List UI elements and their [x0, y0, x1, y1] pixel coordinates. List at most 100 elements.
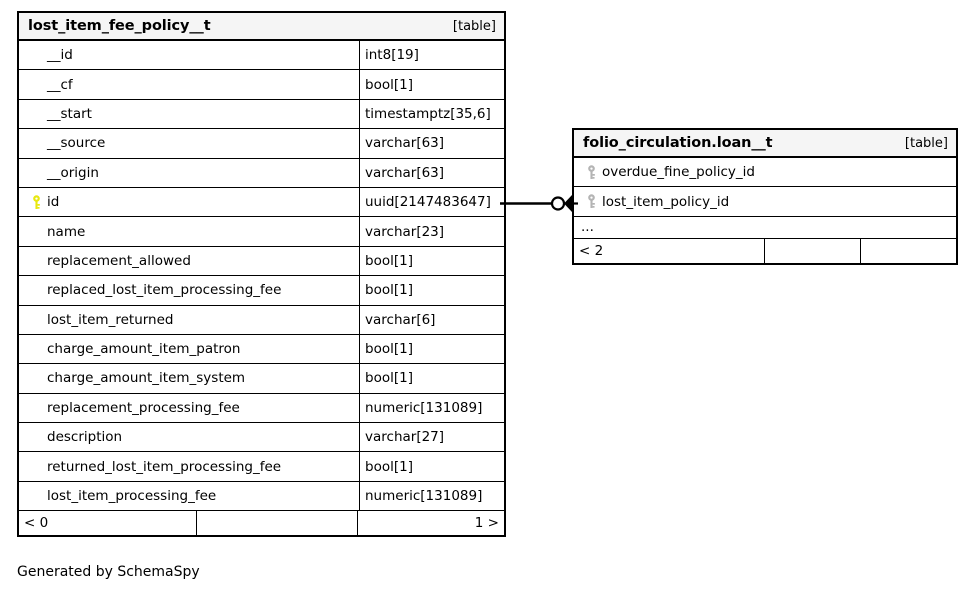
column-type-cell: uuid[2147483647] — [359, 187, 504, 217]
column-name-cell: returned_lost_item_processing_fee — [19, 452, 359, 480]
pager-cell[interactable]: 1 > — [357, 511, 504, 536]
column-name-label: __start — [47, 105, 92, 122]
table-folio-circulation-loan[interactable]: folio_circulation.loan__t [table] overdu… — [572, 128, 958, 265]
key-indicator-slot — [581, 164, 602, 180]
column-row[interactable]: replaced_lost_item_processing_fee bool[1] — [19, 276, 504, 306]
column-type-label: varchar[23] — [365, 223, 445, 240]
column-name-label: overdue_fine_policy_id — [602, 164, 755, 181]
column-list: overdue_fine_policy_id lost_item_policy_i… — [574, 158, 956, 217]
column-type-cell: bool[1] — [359, 246, 504, 276]
column-type-label: numeric[131089] — [365, 399, 483, 416]
column-name-label: __cf — [47, 76, 73, 93]
column-name-cell: __cf — [19, 70, 359, 98]
foreign-key-icon — [588, 194, 595, 209]
column-type-cell: timestamptz[35,6] — [359, 99, 504, 129]
column-row[interactable]: lost_item_returned varchar[6] — [19, 305, 504, 335]
column-row[interactable]: __start timestamptz[35,6] — [19, 99, 504, 130]
column-name-cell: lost_item_returned — [19, 306, 359, 334]
column-row[interactable]: returned_lost_item_processing_fee bool[1] — [19, 452, 504, 482]
column-type-cell: bool[1] — [359, 334, 504, 364]
column-row[interactable]: __origin varchar[63] — [19, 158, 504, 188]
pager-cell[interactable]: < 2 — [579, 242, 604, 259]
column-name-cell: name — [19, 217, 359, 245]
pager-cell[interactable] — [196, 511, 357, 536]
column-name-label: charge_amount_item_system — [47, 370, 246, 387]
table-pager[interactable]: < 2 — [574, 238, 956, 263]
column-type-cell: varchar[63] — [359, 158, 504, 187]
column-name-label: __id — [47, 47, 73, 64]
column-type-label: bool[1] — [365, 282, 413, 299]
table-lost-item-fee-policy[interactable]: lost_item_fee_policy__t [table] __id int8… — [17, 11, 506, 538]
column-name-label: lost_item_policy_id — [602, 193, 730, 210]
column-name-label: replacement_allowed — [47, 252, 191, 269]
column-name-cell: lost_item_processing_fee — [19, 482, 359, 510]
column-type-label: bool[1] — [365, 76, 413, 93]
column-type-cell: bool[1] — [359, 276, 504, 305]
column-row[interactable]: replacement_allowed bool[1] — [19, 246, 504, 277]
pager-cell[interactable] — [860, 238, 956, 263]
column-type-cell: bool[1] — [359, 452, 504, 481]
column-type-label: bool[1] — [365, 252, 413, 269]
column-name-label: name — [47, 223, 86, 240]
column-name-label: replacement_processing_fee — [47, 399, 240, 416]
column-row[interactable]: charge_amount_item_patron bool[1] — [19, 334, 504, 365]
table-header: folio_circulation.loan__t [table] — [574, 130, 956, 158]
pager-cell[interactable] — [764, 238, 860, 263]
column-row[interactable]: __cf bool[1] — [19, 70, 504, 100]
table-title: lost_item_fee_policy__t — [28, 18, 211, 34]
column-name-label: lost_item_returned — [47, 311, 174, 328]
column-name-cell: __id — [19, 41, 359, 69]
column-row[interactable]: __id int8[19] — [19, 41, 504, 71]
column-row[interactable]: description varchar[27] — [19, 423, 504, 453]
column-row[interactable]: lost_item_policy_id — [574, 187, 956, 217]
column-type-label: bool[1] — [365, 341, 413, 358]
column-name-cell: overdue_fine_policy_id — [574, 158, 956, 186]
column-name-label: returned_lost_item_processing_fee — [47, 458, 282, 475]
column-name-cell: id — [19, 188, 359, 216]
table-pager[interactable]: < 0 1 > — [19, 511, 504, 536]
table-kind-label: [table] — [452, 18, 496, 34]
column-name-cell: replaced_lost_item_processing_fee — [19, 276, 359, 304]
column-name-cell: replacement_processing_fee — [19, 394, 359, 422]
column-type-label: varchar[6] — [365, 311, 436, 328]
column-row[interactable]: overdue_fine_policy_id — [574, 158, 956, 188]
more-columns-indicator: ... — [574, 217, 956, 239]
generated-by-caption: Generated by SchemaSpy — [17, 564, 200, 580]
column-row[interactable]: replacement_processing_fee numeric[131089… — [19, 393, 504, 424]
column-type-cell: varchar[23] — [359, 217, 504, 246]
column-type-label: timestamptz[35,6] — [365, 105, 491, 122]
column-name-cell: description — [19, 423, 359, 451]
table-header: lost_item_fee_policy__t [table] — [19, 13, 504, 41]
column-type-label: varchar[63] — [365, 164, 445, 181]
column-name-label: lost_item_processing_fee — [47, 488, 217, 505]
column-name-cell: __origin — [19, 159, 359, 187]
relationship-connector — [500, 195, 578, 212]
column-type-cell: numeric[131089] — [359, 393, 504, 423]
column-name-cell: __start — [19, 100, 359, 128]
column-name-cell: charge_amount_item_patron — [19, 335, 359, 363]
column-name-cell: lost_item_policy_id — [574, 187, 956, 215]
table-kind-label: [table] — [904, 135, 948, 151]
column-type-label: int8[19] — [365, 47, 419, 64]
column-name-cell: charge_amount_item_system — [19, 364, 359, 392]
column-type-cell: int8[19] — [359, 41, 504, 70]
foreign-key-icon — [588, 164, 595, 179]
column-list: __id int8[19] __cf bool[1] __start timestampt… — [19, 41, 504, 512]
pager-cell[interactable]: < 0 — [24, 515, 49, 532]
column-type-cell: varchar[63] — [359, 129, 504, 158]
key-indicator-slot — [581, 194, 602, 209]
column-type-label: bool[1] — [365, 458, 413, 475]
column-type-label: varchar[27] — [365, 429, 445, 446]
column-type-cell: bool[1] — [359, 70, 504, 99]
column-name-label: replaced_lost_item_processing_fee — [47, 282, 282, 299]
column-row[interactable]: name varchar[23] — [19, 217, 504, 247]
column-name-cell: replacement_allowed — [19, 247, 359, 275]
column-row[interactable]: __source varchar[63] — [19, 129, 504, 159]
column-type-cell: varchar[6] — [359, 305, 504, 334]
column-name-label: __source — [47, 135, 106, 152]
column-name-label: __origin — [47, 164, 99, 181]
